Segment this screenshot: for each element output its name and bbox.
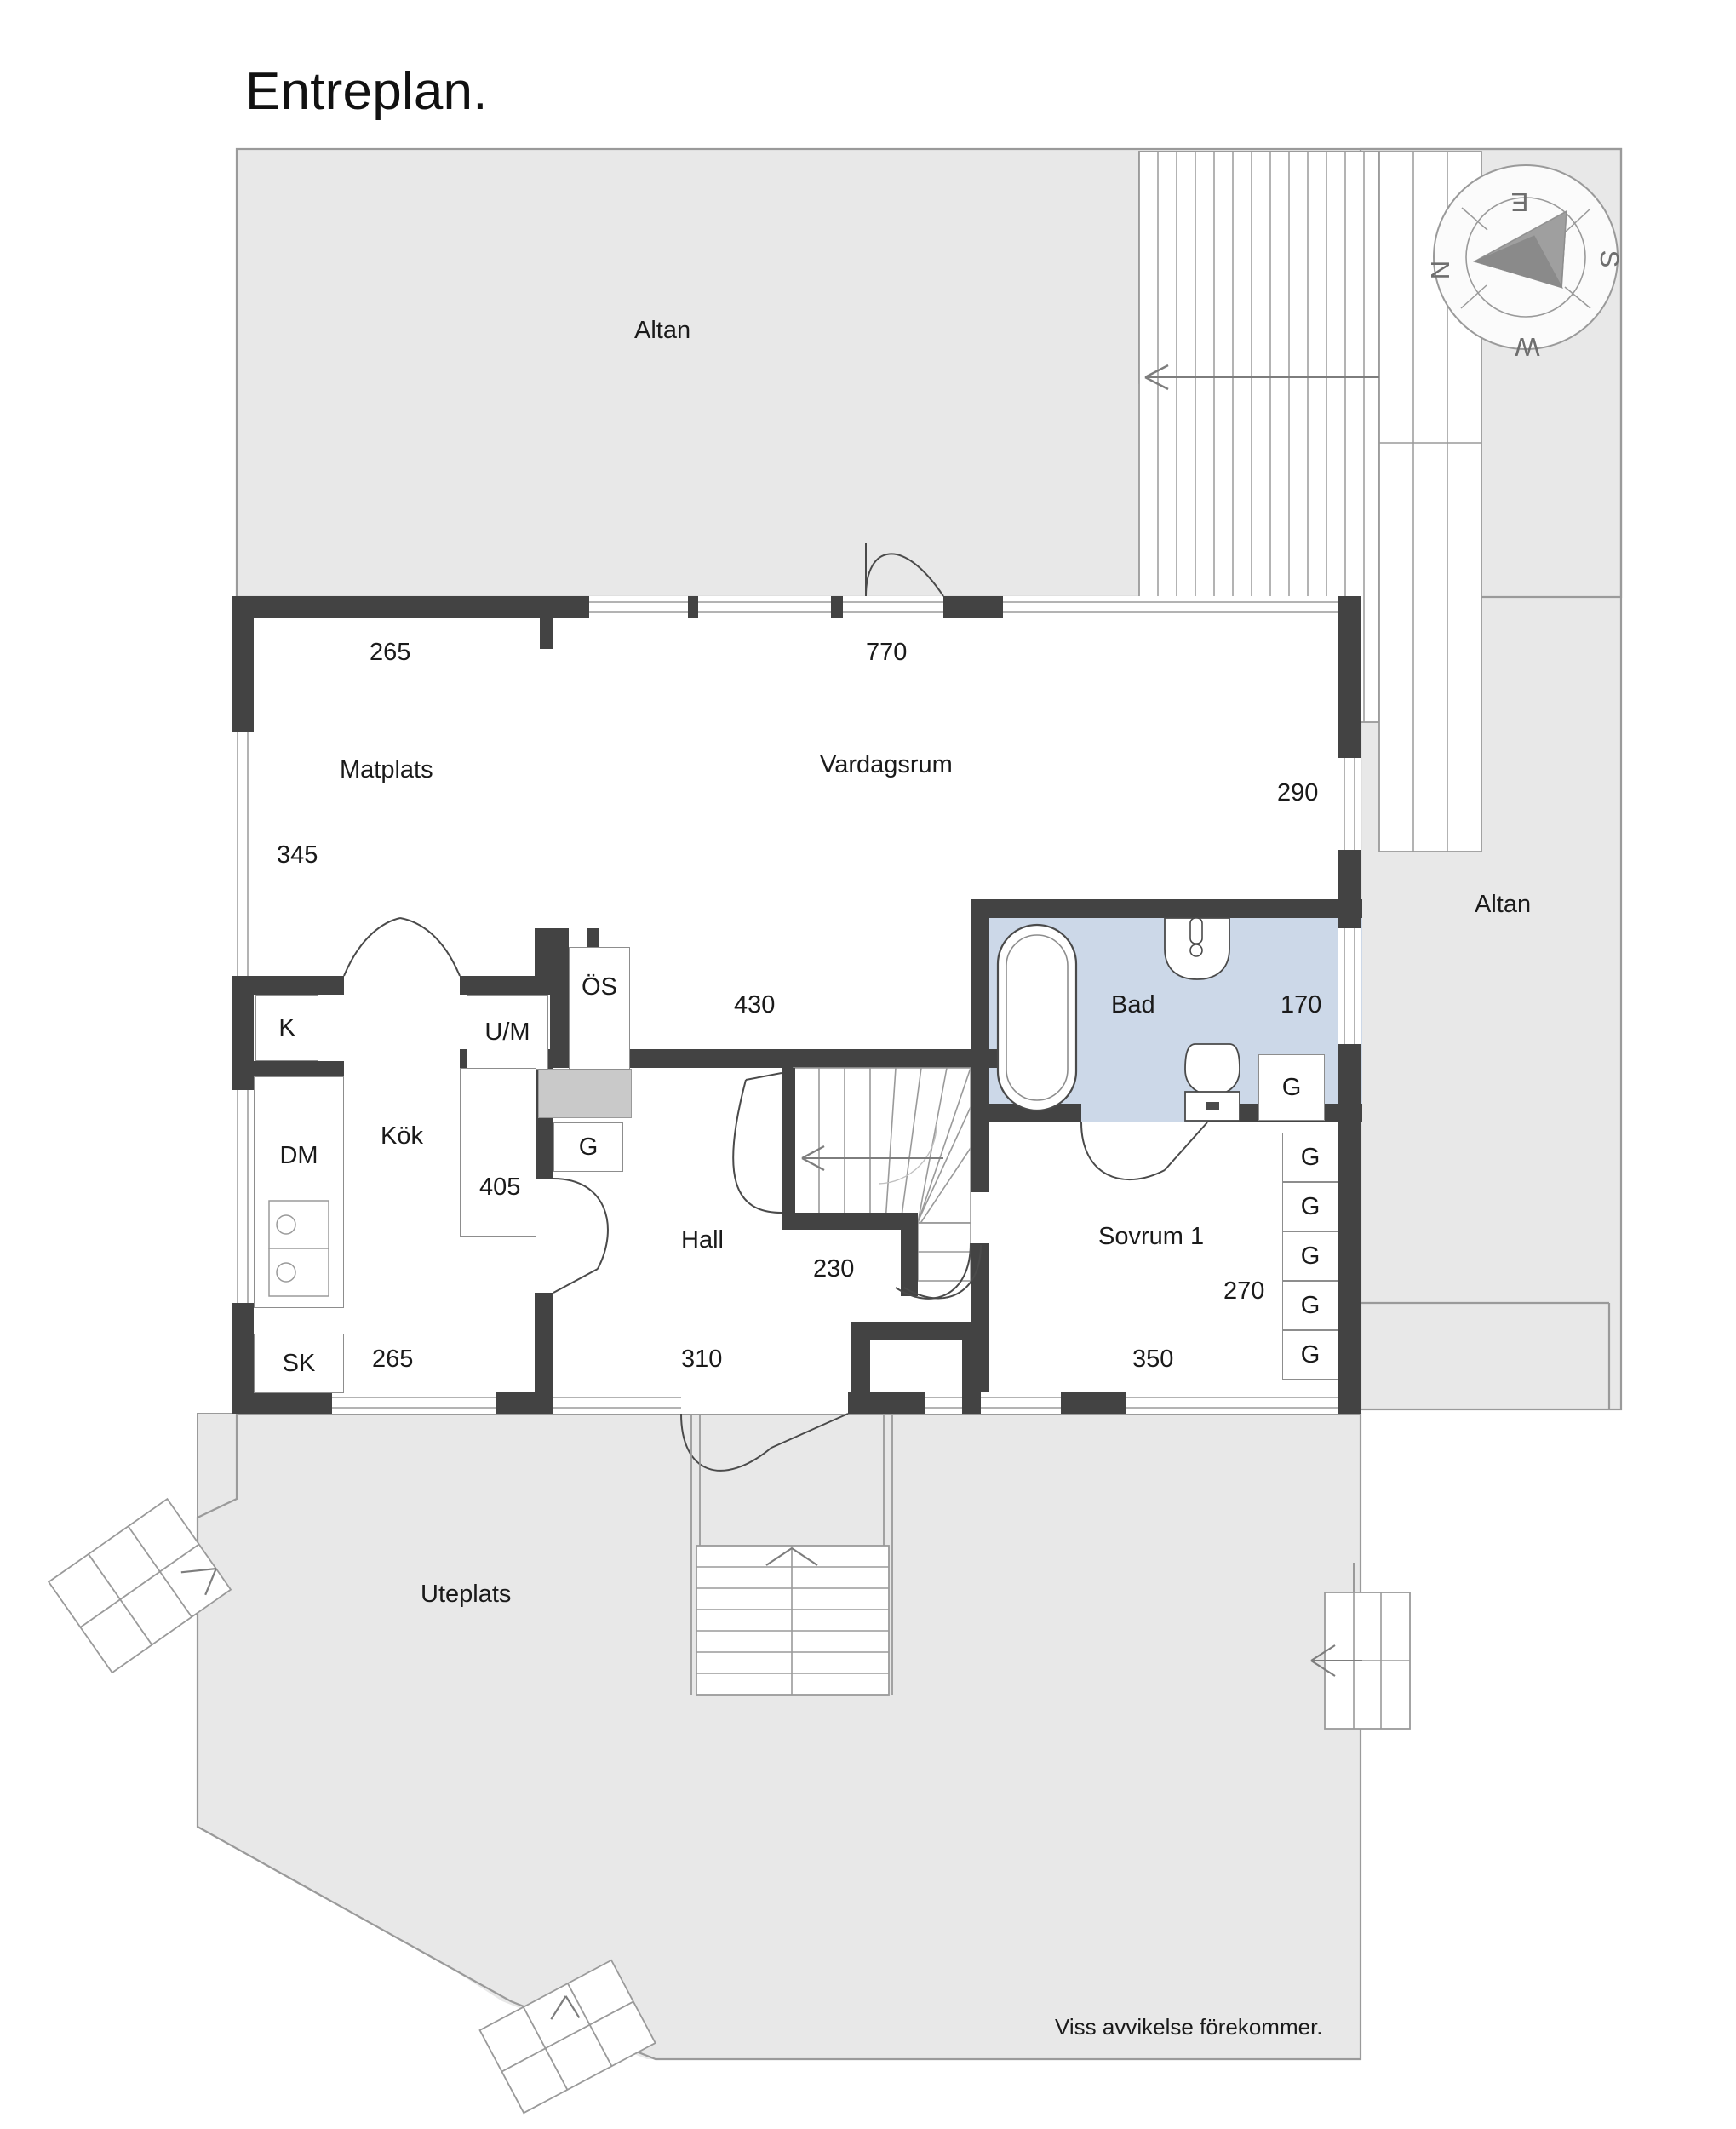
- wall-south-seg-d: [1061, 1392, 1126, 1414]
- garderob-sovrum-2-label: G: [1300, 1192, 1321, 1220]
- counter-grey-inset: [538, 1069, 632, 1118]
- garderob-sovrum-5: G: [1282, 1330, 1338, 1380]
- altan-right-label: Altan: [1475, 891, 1532, 918]
- wall-west-seg-1: [232, 976, 254, 1090]
- garderob-bad-label: G: [1281, 1073, 1302, 1101]
- garderob-sovrum-3-label: G: [1300, 1242, 1321, 1270]
- dim-sovrum-bottom: 350: [1132, 1346, 1174, 1373]
- garderob-sovrum-2: G: [1282, 1182, 1338, 1231]
- room-sovrum1-label: Sovrum 1: [1098, 1223, 1205, 1250]
- dim-hall-upper: 430: [734, 991, 776, 1019]
- garderob-sovrum-4-label: G: [1300, 1291, 1321, 1319]
- wall-int-vertical-kok: [535, 928, 553, 995]
- dim-matplats-height: 345: [277, 841, 318, 869]
- wall-kyl-divider: [254, 1061, 344, 1076]
- wall-stair-bottom: [782, 1213, 918, 1230]
- fixture-kyl: K: [255, 995, 318, 1061]
- room-kok-label: Kök: [381, 1122, 423, 1150]
- compass-rose: N E S W: [1425, 164, 1624, 362]
- fixture-overskap-label: ÖS: [582, 973, 617, 1001]
- fixture-overskap: ÖS: [569, 947, 630, 1070]
- dim-hall-height: 230: [813, 1255, 855, 1283]
- fixture-kyl-label: K: [278, 1013, 295, 1042]
- wall-stub-matplats: [540, 596, 553, 649]
- fixture-tvatt-label: U/M: [484, 1018, 530, 1046]
- garderob-sovrum-4: G: [1282, 1281, 1338, 1330]
- page-title: Entreplan.: [245, 62, 488, 121]
- garderob-sovrum-1: G: [1282, 1133, 1338, 1182]
- room-hall-label: Hall: [681, 1226, 724, 1254]
- room-matplats-label: Matplats: [340, 756, 433, 783]
- room-bad-label: Bad: [1111, 991, 1155, 1019]
- uteplats-label: Uteplats: [421, 1581, 512, 1608]
- dim-kok-right: 405: [479, 1174, 521, 1201]
- wall-int-horizontal-1: [232, 976, 344, 995]
- wall-wc-box-right: [962, 1322, 981, 1414]
- compass-letter-s: S: [1595, 250, 1624, 268]
- compass-letter-e: E: [1511, 187, 1529, 217]
- wall-north-mullion-2: [831, 596, 843, 618]
- wall-south-seg-a: [232, 1392, 332, 1414]
- wall-stair-left: [782, 1068, 795, 1223]
- dim-kok-bottom: 265: [372, 1346, 414, 1373]
- fixture-diskmaskin-label: DM: [279, 1142, 318, 1169]
- wall-wc-box-top: [851, 1322, 981, 1340]
- garderob-bad: G: [1258, 1054, 1325, 1121]
- garderob-sovrum-1-label: G: [1300, 1143, 1321, 1171]
- garderob-sovrum-3: G: [1282, 1231, 1338, 1281]
- wall-kok-hall-lower: [535, 1293, 553, 1414]
- compass-letter-n: N: [1425, 261, 1455, 279]
- fixture-skafferi: SK: [254, 1334, 344, 1393]
- wall-north-outer-left: [232, 596, 589, 618]
- garderob-sovrum-5-label: G: [1300, 1340, 1321, 1369]
- dim-vardagsrum-right: 290: [1277, 779, 1319, 806]
- dim-sovrum-height: 270: [1223, 1277, 1265, 1305]
- disclaimer-text: Viss avvikelse förekommer.: [1055, 2014, 1323, 2040]
- wall-bad-west: [971, 899, 989, 1122]
- kok-tall-cabinet: [460, 1068, 536, 1237]
- room-vardagsrum-label: Vardagsrum: [820, 751, 953, 778]
- dim-hall-bottom: 310: [681, 1346, 723, 1373]
- altan-top-label: Altan: [634, 317, 691, 344]
- garderob-kok-label: G: [578, 1133, 599, 1161]
- wall-north-outer-mid: [943, 596, 1003, 618]
- wall-wc-box-left: [851, 1322, 870, 1414]
- dim-vardagsrum-width: 770: [866, 639, 908, 666]
- wall-bad-north: [988, 899, 1362, 918]
- compass-letter-w: W: [1515, 332, 1540, 362]
- wall-stair-bottom-v: [901, 1213, 918, 1296]
- dim-bad-width: 170: [1281, 991, 1322, 1019]
- fixture-skafferi-label: SK: [282, 1349, 316, 1377]
- wall-int-vertical-os: [550, 928, 569, 1068]
- garderob-kok: G: [553, 1122, 623, 1172]
- wall-north-mullion-1: [688, 596, 698, 618]
- dim-matplats-width: 265: [370, 639, 411, 666]
- altan-right-lower-jog: [1361, 1303, 1609, 1409]
- wall-bad-south: [988, 1104, 1081, 1122]
